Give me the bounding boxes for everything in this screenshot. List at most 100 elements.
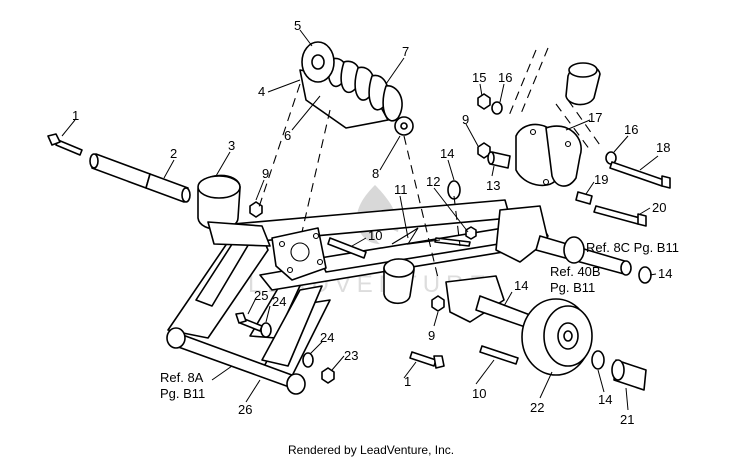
ref-40b-note-line2: Pg. B11 xyxy=(550,280,595,295)
mount-bolt-hole-4 xyxy=(286,266,294,274)
nut-23 xyxy=(321,367,335,384)
callout-16-top: 16 xyxy=(498,70,512,85)
callout-20: 20 xyxy=(652,200,666,215)
shock-mount-plate-body xyxy=(271,227,327,281)
upper-shock-mount-top xyxy=(568,62,598,78)
callout-21: 21 xyxy=(620,412,634,427)
sleeve-13-end xyxy=(487,151,495,165)
bolt-18 xyxy=(609,161,665,187)
shaft-2 xyxy=(89,153,191,203)
sleeve-13 xyxy=(487,151,511,169)
shock-top-eye-hole xyxy=(311,54,325,70)
lower-arm-assembly xyxy=(166,235,331,395)
shock-guide-right xyxy=(301,109,331,233)
upper-shock-mount xyxy=(507,47,603,151)
callout-7: 7 xyxy=(402,44,409,59)
callout-11: 11 xyxy=(394,182,408,197)
nut-9-bottom xyxy=(431,295,445,312)
callout-4: 4 xyxy=(258,84,265,99)
washer-16-top xyxy=(491,101,503,115)
bolt-1-top-head xyxy=(47,133,61,146)
bracket-17-arm xyxy=(545,125,582,187)
ref-8a-note-line2: Pg. B11 xyxy=(160,386,205,401)
bolt-10-lower xyxy=(479,345,519,365)
washer-14-right xyxy=(638,266,652,284)
bracket-17-hole-1 xyxy=(529,128,537,136)
callout-1-top: 1 xyxy=(72,108,79,123)
pin-19 xyxy=(575,191,593,205)
clamp-ring-opening xyxy=(197,175,241,199)
washer-24-upper xyxy=(260,322,272,338)
shaft-2-end xyxy=(89,153,99,169)
callout-10-lower: 10 xyxy=(472,386,486,401)
mount-guide-1 xyxy=(507,49,537,119)
nut-12 xyxy=(465,226,477,240)
callout-26: 26 xyxy=(238,402,252,417)
callout-24-lower: 24 xyxy=(320,330,334,345)
callout-9-right: 9 xyxy=(462,112,469,127)
lower-shaft-end-right xyxy=(286,373,306,395)
mount-guide-2 xyxy=(519,47,549,117)
bracket-17-hole-3 xyxy=(564,140,572,148)
callout-16-right: 16 xyxy=(624,122,638,137)
callout-14-mid: 14 xyxy=(514,278,528,293)
callout-14-top: 14 xyxy=(440,146,454,161)
callout-17: 17 xyxy=(588,110,602,125)
callout-1-bottom: 1 xyxy=(404,374,411,389)
shock-spring-coil-5 xyxy=(382,85,403,122)
lower-shaft-end-left xyxy=(166,327,186,349)
callout-19: 19 xyxy=(594,172,608,187)
callout-leaders xyxy=(61,29,659,411)
clip-guide xyxy=(453,195,461,247)
callout-3: 3 xyxy=(228,138,235,153)
spacer-21 xyxy=(611,359,647,391)
front-bracket-assembly xyxy=(445,205,632,331)
mount-guide-3 xyxy=(567,99,603,149)
footer-credit: Rendered by LeadVenture, Inc. xyxy=(288,443,454,457)
callout-22: 22 xyxy=(530,400,544,415)
spring-clip-11 xyxy=(391,227,441,245)
callout-18: 18 xyxy=(656,140,670,155)
bracket-17 xyxy=(515,123,582,187)
washer-24-lower xyxy=(302,352,314,368)
ref-40b-note-line1: Ref. 40B xyxy=(550,264,601,279)
callout-14-right: 14 xyxy=(658,266,672,281)
callout-15: 15 xyxy=(472,70,486,85)
bolts xyxy=(47,133,671,369)
callouts: 1 1 2 3 4 5 6 7 8 9 9 9 10 10 11 12 13 1… xyxy=(72,18,672,427)
mount-guide-4 xyxy=(555,103,591,151)
mount-bolt-hole-1 xyxy=(278,240,286,248)
shaft-2-left xyxy=(91,153,151,189)
callout-5: 5 xyxy=(294,18,301,33)
mount-bolt-hole-2 xyxy=(312,232,320,240)
spacer-end xyxy=(611,359,625,381)
callout-6: 6 xyxy=(284,128,291,143)
bracket-17-hole-2 xyxy=(542,178,550,186)
inner-arm-plate xyxy=(261,285,323,367)
callout-2: 2 xyxy=(170,146,177,161)
front-axle-end xyxy=(620,260,632,276)
clamp-ring-assembly xyxy=(197,174,271,247)
shock-bottom-hole xyxy=(400,122,408,130)
callout-9-left: 9 xyxy=(262,166,269,181)
washer-14-bottom xyxy=(591,350,605,370)
washers xyxy=(260,101,652,370)
bolt-1-bottom xyxy=(409,351,437,367)
wheel-bore xyxy=(563,330,573,342)
callout-10-center: 10 xyxy=(368,228,382,243)
callout-25: 25 xyxy=(254,288,268,303)
bolt-18-head xyxy=(661,175,671,189)
bolt-25-head xyxy=(235,312,247,324)
callout-12: 12 xyxy=(426,174,440,189)
clamp-bracket xyxy=(207,221,271,247)
reference-notes: Ref. 8C Pg. B11 Ref. 40B Pg. B11 Ref. 8A… xyxy=(160,240,679,401)
center-clamp-ring xyxy=(383,258,415,305)
callout-24-upper: 24 xyxy=(272,294,286,309)
shock-mount-plate xyxy=(271,227,327,281)
shock-guide-left xyxy=(257,83,301,211)
nut-15 xyxy=(477,93,491,110)
front-bracket-plate xyxy=(495,205,549,263)
bolt-1-bottom-head xyxy=(433,355,445,369)
ref-8a-note-line1: Ref. 8A xyxy=(160,370,204,385)
nuts xyxy=(249,93,491,384)
